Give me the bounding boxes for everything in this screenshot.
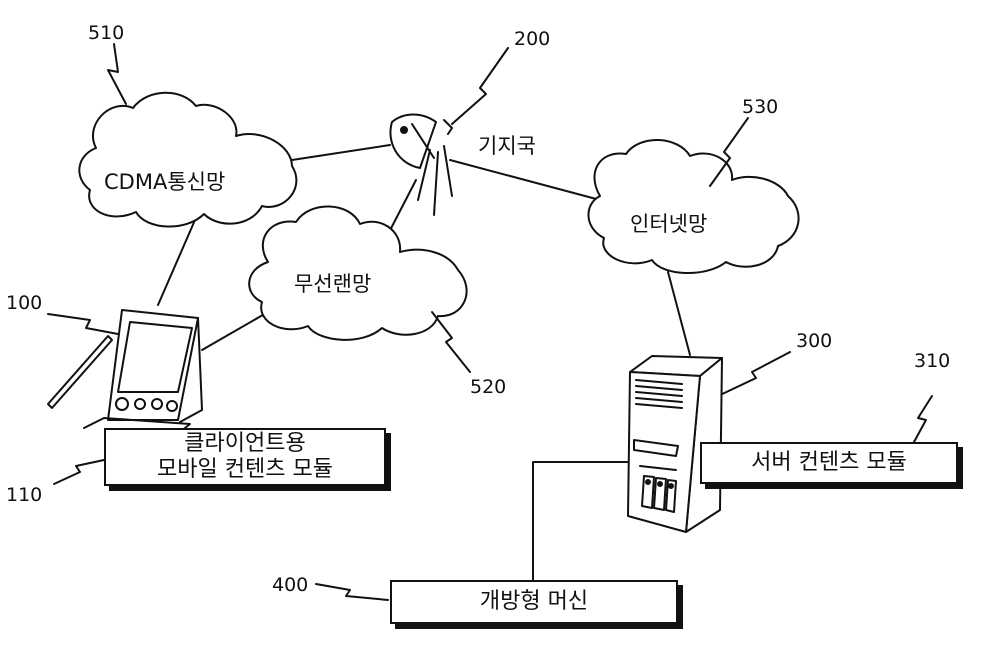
open-machine: 개방형 머신: [390, 580, 678, 624]
client-module-line2: 모바일 컨텐츠 모듈: [157, 457, 333, 483]
pda-icon: [48, 310, 202, 432]
leader-110: [54, 460, 104, 484]
internet-network-label: 인터넷망: [630, 208, 707, 238]
cdma-network-label: CDMA통신망: [104, 166, 225, 196]
ref-520: 520: [470, 376, 506, 398]
server-module-label: 서버 컨텐츠 모듈: [751, 450, 907, 476]
client-module-line1: 클라이언트용: [184, 431, 305, 457]
internet-cloud: [588, 140, 798, 273]
link-basestation-internet: [450, 160, 600, 200]
ref-110: 110: [6, 484, 42, 506]
leader-310: [914, 396, 932, 442]
server-content-module: 서버 컨텐츠 모듈: [700, 442, 958, 484]
ref-310: 310: [914, 350, 950, 372]
wlan-network-label: 무선랜망: [294, 268, 371, 298]
link-internet-server: [668, 272, 690, 355]
leader-300: [718, 352, 790, 396]
open-machine-label: 개방형 머신: [480, 589, 588, 615]
link-server-machine: [533, 462, 640, 582]
base-station-icon: [390, 115, 452, 216]
link-cdma-pda: [158, 220, 195, 305]
ref-200: 200: [514, 28, 550, 50]
leader-510: [108, 44, 126, 104]
ref-510: 510: [88, 22, 124, 44]
ref-530: 530: [742, 96, 778, 118]
link-wlan-pda: [202, 312, 268, 350]
cdma-cloud: [79, 93, 296, 227]
link-cdma-basestation: [292, 145, 390, 160]
ref-100: 100: [6, 292, 42, 314]
leader-100: [48, 314, 118, 334]
ref-400: 400: [272, 574, 308, 596]
ref-300: 300: [796, 330, 832, 352]
leader-520: [432, 312, 470, 372]
leader-400: [316, 584, 388, 600]
base-station-label: 기지국: [478, 130, 536, 160]
client-mobile-content-module: 클라이언트용 모바일 컨텐츠 모듈: [104, 428, 386, 486]
leader-200: [452, 48, 508, 124]
